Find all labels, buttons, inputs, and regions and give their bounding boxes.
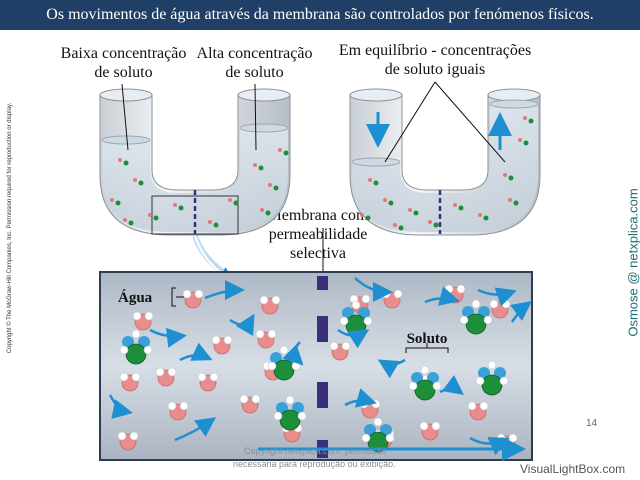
water-molecule	[119, 372, 141, 392]
leader-low	[121, 83, 129, 151]
water-molecule	[255, 329, 277, 349]
tube-particle	[110, 198, 121, 206]
solute-label: Soluto	[406, 331, 448, 347]
tube-particle	[393, 223, 404, 231]
solute-molecule	[408, 365, 442, 401]
water-molecule	[117, 431, 139, 451]
watermark-line-2: necessária para reprodução ou exibição.	[233, 459, 396, 469]
tube-particle	[208, 220, 219, 228]
solute-molecule	[361, 417, 395, 453]
tube-particle	[173, 203, 184, 211]
slide-number: 14	[586, 418, 598, 429]
water-molecule	[259, 295, 281, 315]
water-molecule	[419, 421, 441, 441]
leader-eq-left	[384, 81, 436, 163]
site-credit: VisualLightBox.com	[520, 462, 626, 476]
leader-eq-right	[434, 81, 506, 163]
tube-particle	[518, 138, 529, 146]
water-molecule	[155, 367, 177, 387]
title-banner: Os movimentos de água através da membran…	[0, 0, 640, 30]
water-molecule	[467, 401, 489, 421]
tube-particle	[360, 213, 371, 221]
tube-particle	[133, 178, 144, 186]
water-molecule	[167, 401, 189, 421]
water-molecule	[182, 289, 204, 309]
water-molecule	[132, 311, 154, 331]
tube-particle	[503, 173, 514, 181]
solute-molecule	[459, 299, 493, 335]
tube-particle	[523, 116, 534, 124]
solute-molecule	[273, 395, 307, 431]
tube-particle	[508, 198, 519, 206]
tube-particle	[408, 208, 419, 216]
flow-arrows	[108, 277, 532, 456]
tube-particle	[260, 208, 271, 216]
water-molecule	[197, 372, 219, 392]
tube-particle	[268, 183, 279, 191]
leader-high	[254, 83, 257, 151]
water-molecule	[211, 335, 233, 355]
tube-particle	[278, 148, 289, 156]
tube-particle	[428, 220, 439, 228]
tube-particle	[123, 218, 134, 226]
water-molecule	[239, 394, 261, 414]
tube-particle	[368, 178, 379, 186]
watermark-line-1: Copyright netxplica.com: permissão	[244, 446, 387, 456]
tube-particle	[148, 213, 159, 221]
tube-particle	[383, 198, 394, 206]
u-tube-right	[349, 88, 541, 236]
water-label: Água	[118, 290, 153, 306]
tube-particle	[253, 163, 264, 171]
solute-molecule	[475, 360, 509, 396]
tube-particle	[228, 198, 239, 206]
tube-particle	[118, 158, 129, 166]
tube-particle	[478, 213, 489, 221]
solute-molecule	[119, 329, 153, 365]
u-tube-left	[99, 88, 291, 236]
tube-particle	[453, 203, 464, 211]
